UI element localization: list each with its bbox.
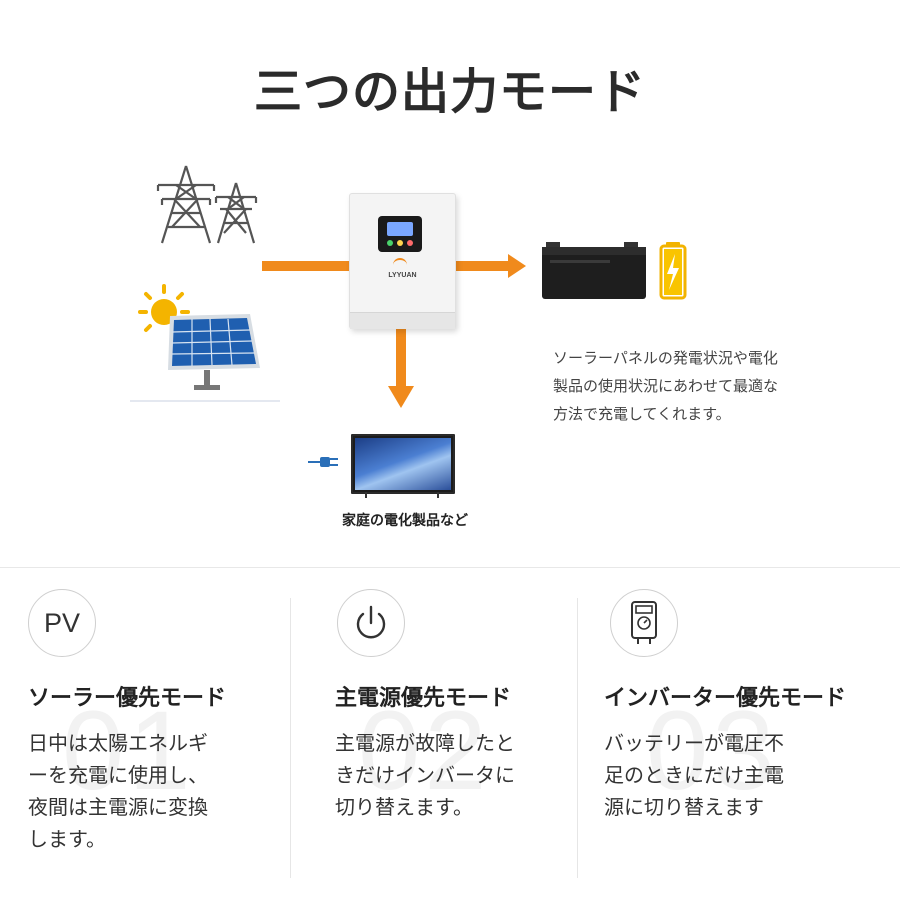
arrow-down-head <box>388 386 414 408</box>
mode-title: 主電源優先モード <box>335 686 512 711</box>
mode-description-line: ーを充電に使用し、 <box>28 763 208 787</box>
arrow-down <box>396 326 406 386</box>
description-line: 製品の使用状況にあわせて最適な <box>553 377 779 395</box>
diagram-description: ソーラーパネルの発電状況や電化 製品の使用状況にあわせて最適な 方法で充電してく… <box>553 344 813 428</box>
mode-description-line: 日中は太陽エネルギ <box>28 731 208 755</box>
inverter-icon-glyph <box>631 601 657 644</box>
mode-description-line: 源に切り替えます <box>604 795 764 819</box>
mode-description: 日中は太陽エネルギ ーを充電に使用し、 夜間は主電源に変換 します。 <box>28 727 278 855</box>
description-line: 方法で充電してくれます。 <box>553 405 731 423</box>
mode-description: 主電源が故障したと きだけインバータに 切り替えます。 <box>335 727 565 823</box>
description-line: ソーラーパネルの発電状況や電化 <box>553 349 778 367</box>
column-divider <box>577 598 578 878</box>
mode-description-line: 切り替えます。 <box>335 795 473 819</box>
tv-caption: 家庭の電化製品など <box>342 513 468 529</box>
battery-icon <box>542 242 687 300</box>
mode-description-line: 主電源が故障したと <box>335 731 515 755</box>
charging-icon <box>659 242 687 300</box>
inverter-screen <box>378 216 422 252</box>
arrow-out-right <box>452 261 508 271</box>
mode-number: 01 <box>62 688 195 813</box>
inverter-icon <box>610 589 678 657</box>
mode-description-line: します。 <box>28 827 106 851</box>
power-icon-glyph <box>356 605 386 639</box>
tv-icon <box>351 434 455 498</box>
mode-title: ソーラー優先モード <box>28 686 227 711</box>
arrow-in-left <box>262 261 350 271</box>
mode-description-line: 夜間は主電源に変換 <box>28 795 208 819</box>
column-divider <box>290 598 291 878</box>
mode-description-line: バッテリーが電圧不 <box>604 731 784 755</box>
mode-description-line: 足のときにだけ主電 <box>604 763 784 787</box>
sun-icon <box>138 284 190 332</box>
mode-number: 03 <box>646 688 779 813</box>
page-title: 三つの出力モード <box>253 64 646 120</box>
mode-description: バッテリーが電圧不 足のときにだけ主電 源に切り替えます <box>604 727 854 823</box>
flow-arrows <box>262 254 526 408</box>
mode-description-line: きだけインバータに <box>335 763 515 787</box>
plug-icon <box>308 457 338 467</box>
mode-title: インバーター優先モード <box>604 686 847 711</box>
power-icon <box>337 589 405 657</box>
inverter-brand: LYYUAN <box>388 272 417 279</box>
logo-icon <box>393 258 407 270</box>
power-tower-icon <box>156 165 258 244</box>
solar-panel-icon <box>130 284 280 402</box>
pv-icon-label: PV <box>43 607 81 638</box>
arrow-right-head <box>508 254 526 278</box>
pv-icon: PV <box>28 589 96 657</box>
section-divider <box>0 567 900 568</box>
inverter-device: LYYUAN <box>349 193 456 329</box>
mode-number: 02 <box>358 688 491 813</box>
